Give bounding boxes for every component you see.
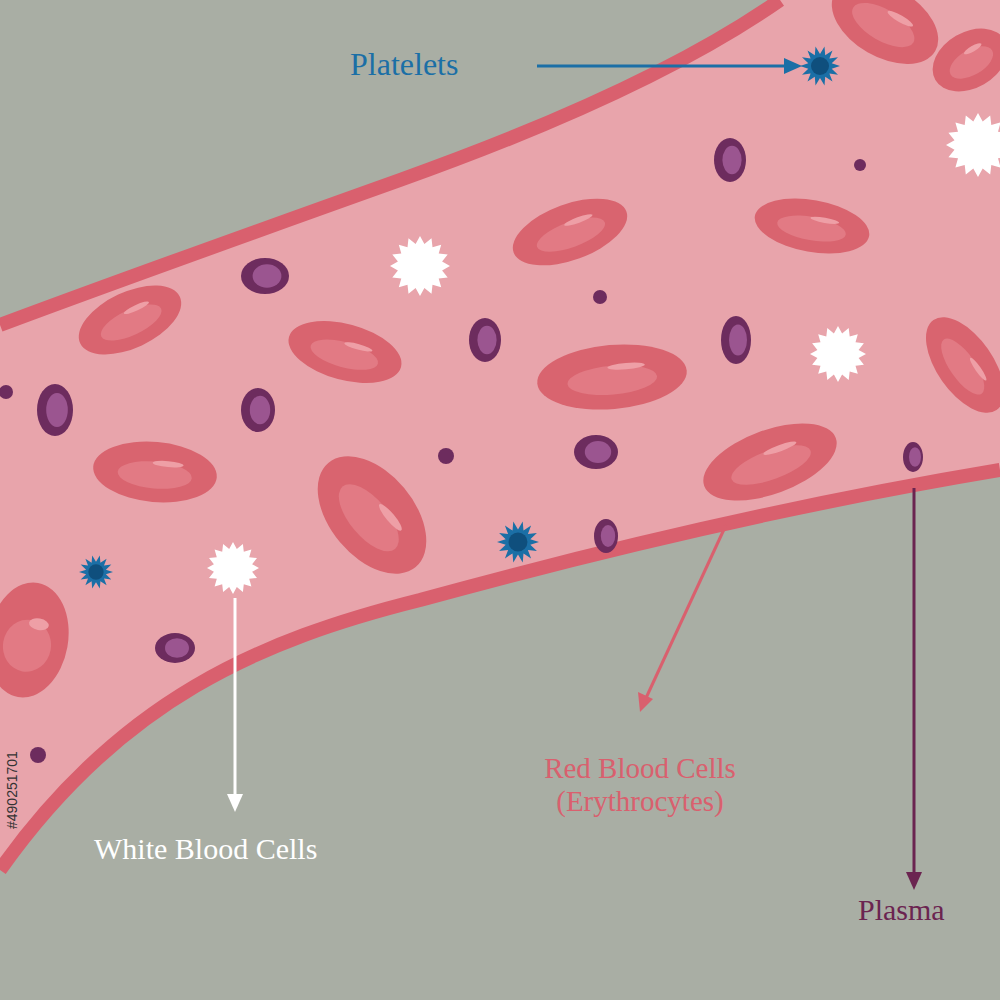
cell-centre — [775, 211, 848, 246]
blood-cells — [0, 0, 1000, 763]
platelet — [79, 555, 113, 588]
cell-centre — [307, 334, 381, 376]
plasma-cell-core — [722, 146, 741, 175]
red-blood-cell — [693, 408, 846, 516]
arrowhead — [227, 794, 243, 812]
leader-line — [913, 488, 916, 876]
cell-centre — [933, 332, 991, 401]
cell-highlight — [563, 212, 593, 228]
arrowhead — [784, 58, 802, 74]
red-blood-cell — [817, 0, 952, 81]
cell-centre — [117, 458, 193, 491]
red-blood-cell — [504, 185, 636, 279]
white-blood-cell — [207, 542, 259, 594]
plasma-cell — [241, 258, 289, 294]
plasma-cell-core — [253, 264, 282, 287]
white-blood-cell — [810, 326, 866, 382]
plasma-dot — [593, 290, 607, 304]
cell-centre — [845, 0, 921, 56]
red-blood-cell — [68, 271, 191, 368]
vessel-lumen — [0, 0, 1000, 870]
platelet-core — [88, 564, 103, 579]
leader-line — [537, 65, 790, 68]
plasma-cell-core — [601, 525, 615, 547]
leader-line — [646, 525, 726, 698]
arrowhead — [638, 692, 653, 712]
cell-highlight — [123, 299, 150, 316]
arrowhead — [906, 872, 922, 890]
cell-highlight — [152, 460, 183, 469]
plasma-cell-core — [165, 638, 189, 658]
red-blood-cell — [91, 437, 220, 508]
cell-centre — [566, 362, 658, 399]
cell-highlight — [344, 340, 373, 353]
plasma-cell-core — [250, 396, 270, 425]
plasma-cell — [469, 318, 501, 362]
cell-centre — [328, 474, 409, 561]
plasma-cell — [594, 519, 618, 553]
platelet-core — [509, 533, 528, 552]
plasma-cell-core — [585, 441, 611, 463]
cell-highlight — [607, 361, 645, 371]
white-blood-cell — [946, 113, 1000, 177]
plasma-dot — [30, 747, 46, 763]
plasma-cell-core — [729, 324, 747, 355]
leader-line — [234, 598, 237, 798]
plasma-label: Plasma — [858, 893, 945, 928]
cell-highlight — [762, 439, 797, 457]
plasma-cell — [903, 442, 923, 472]
cell-highlight — [28, 617, 50, 632]
cell-centre — [533, 210, 609, 258]
cell-highlight — [963, 41, 983, 56]
cell-highlight — [886, 8, 915, 29]
red-blood-cell — [0, 576, 77, 704]
platelet — [800, 47, 840, 86]
cell-centre — [96, 297, 166, 348]
plasma-dot — [0, 385, 13, 399]
red-blood-cell — [750, 190, 873, 261]
plasma-cell-core — [46, 393, 68, 427]
plasma-cell — [574, 435, 618, 469]
plasma-dot — [438, 448, 454, 464]
cell-highlight — [376, 502, 404, 533]
red-blood-cell — [921, 16, 1000, 104]
white-blood-cell — [390, 236, 450, 296]
red-blood-cells-label: Red Blood Cells (Erythrocytes) — [510, 752, 770, 819]
cell-centre — [727, 437, 816, 493]
vessel-wall — [0, 0, 780, 325]
plasma-cell — [714, 138, 746, 182]
plasma-cell-core — [909, 447, 921, 467]
leader-arrows — [227, 58, 922, 890]
cell-centre — [0, 616, 55, 676]
plasma-cell — [241, 388, 275, 432]
cell-highlight — [968, 356, 988, 382]
white-blood-cells-label: White Blood Cells — [94, 832, 317, 867]
red-blood-cell — [911, 304, 1000, 426]
platelets-label: Platelets — [350, 46, 458, 83]
platelet-core — [811, 57, 829, 75]
cell-highlight — [810, 215, 839, 225]
cell-centre — [944, 40, 998, 86]
vessel-wall — [0, 470, 1000, 870]
plasma-cell — [155, 633, 195, 663]
stock-id: #490251701 — [4, 751, 20, 829]
plasma-cell — [721, 316, 751, 364]
plasma-cell — [37, 384, 73, 436]
platelet — [497, 522, 539, 563]
plasma-cell-core — [477, 326, 496, 355]
plasma-dot — [854, 159, 866, 171]
red-blood-cell — [534, 339, 689, 416]
red-blood-cell — [296, 436, 448, 594]
red-blood-cell — [282, 310, 409, 394]
